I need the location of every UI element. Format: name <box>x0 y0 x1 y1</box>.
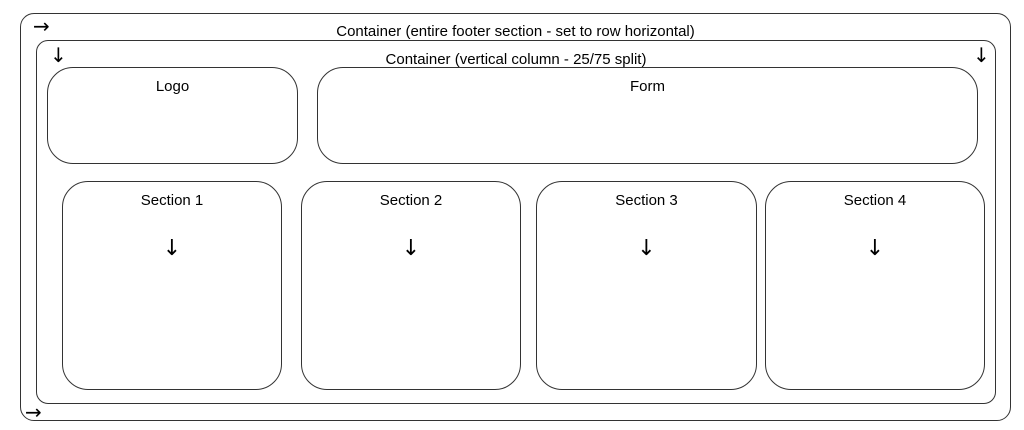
section-2-box: Section 2 ↓ <box>301 181 521 390</box>
section-3-down-arrow-icon: ↓ <box>637 236 656 261</box>
section-4-box: Section 4 ↓ <box>765 181 985 390</box>
section-3-box: Section 3 ↓ <box>536 181 757 390</box>
section-1-box: Section 1 ↓ <box>62 181 282 390</box>
logo-label: Logo <box>155 78 190 95</box>
section-2-label: Section 2 <box>379 192 443 209</box>
form-label: Form <box>630 78 665 95</box>
inner-container-box <box>36 40 996 404</box>
outer-container-box <box>20 13 1011 421</box>
outer-container-label: Container (entire footer section - set t… <box>336 23 695 40</box>
form-box: Form <box>317 67 978 164</box>
section-3-label: Section 3 <box>615 192 678 209</box>
section-4-label: Section 4 <box>843 192 907 209</box>
inner-container-label: Container (vertical column - 25/75 split… <box>385 51 647 68</box>
section-2-down-arrow-icon: ↓ <box>401 236 421 261</box>
logo-box: Logo <box>47 67 298 164</box>
column-direction-right-icon: ↓ <box>973 43 990 67</box>
row-direction-top-icon: → <box>33 14 50 38</box>
row-direction-bottom-icon: → <box>25 400 42 424</box>
column-direction-left-icon: ↓ <box>50 43 67 67</box>
section-1-down-arrow-icon: ↓ <box>162 236 182 261</box>
section-4-down-arrow-icon: ↓ <box>865 236 885 261</box>
section-1-label: Section 1 <box>140 192 204 209</box>
